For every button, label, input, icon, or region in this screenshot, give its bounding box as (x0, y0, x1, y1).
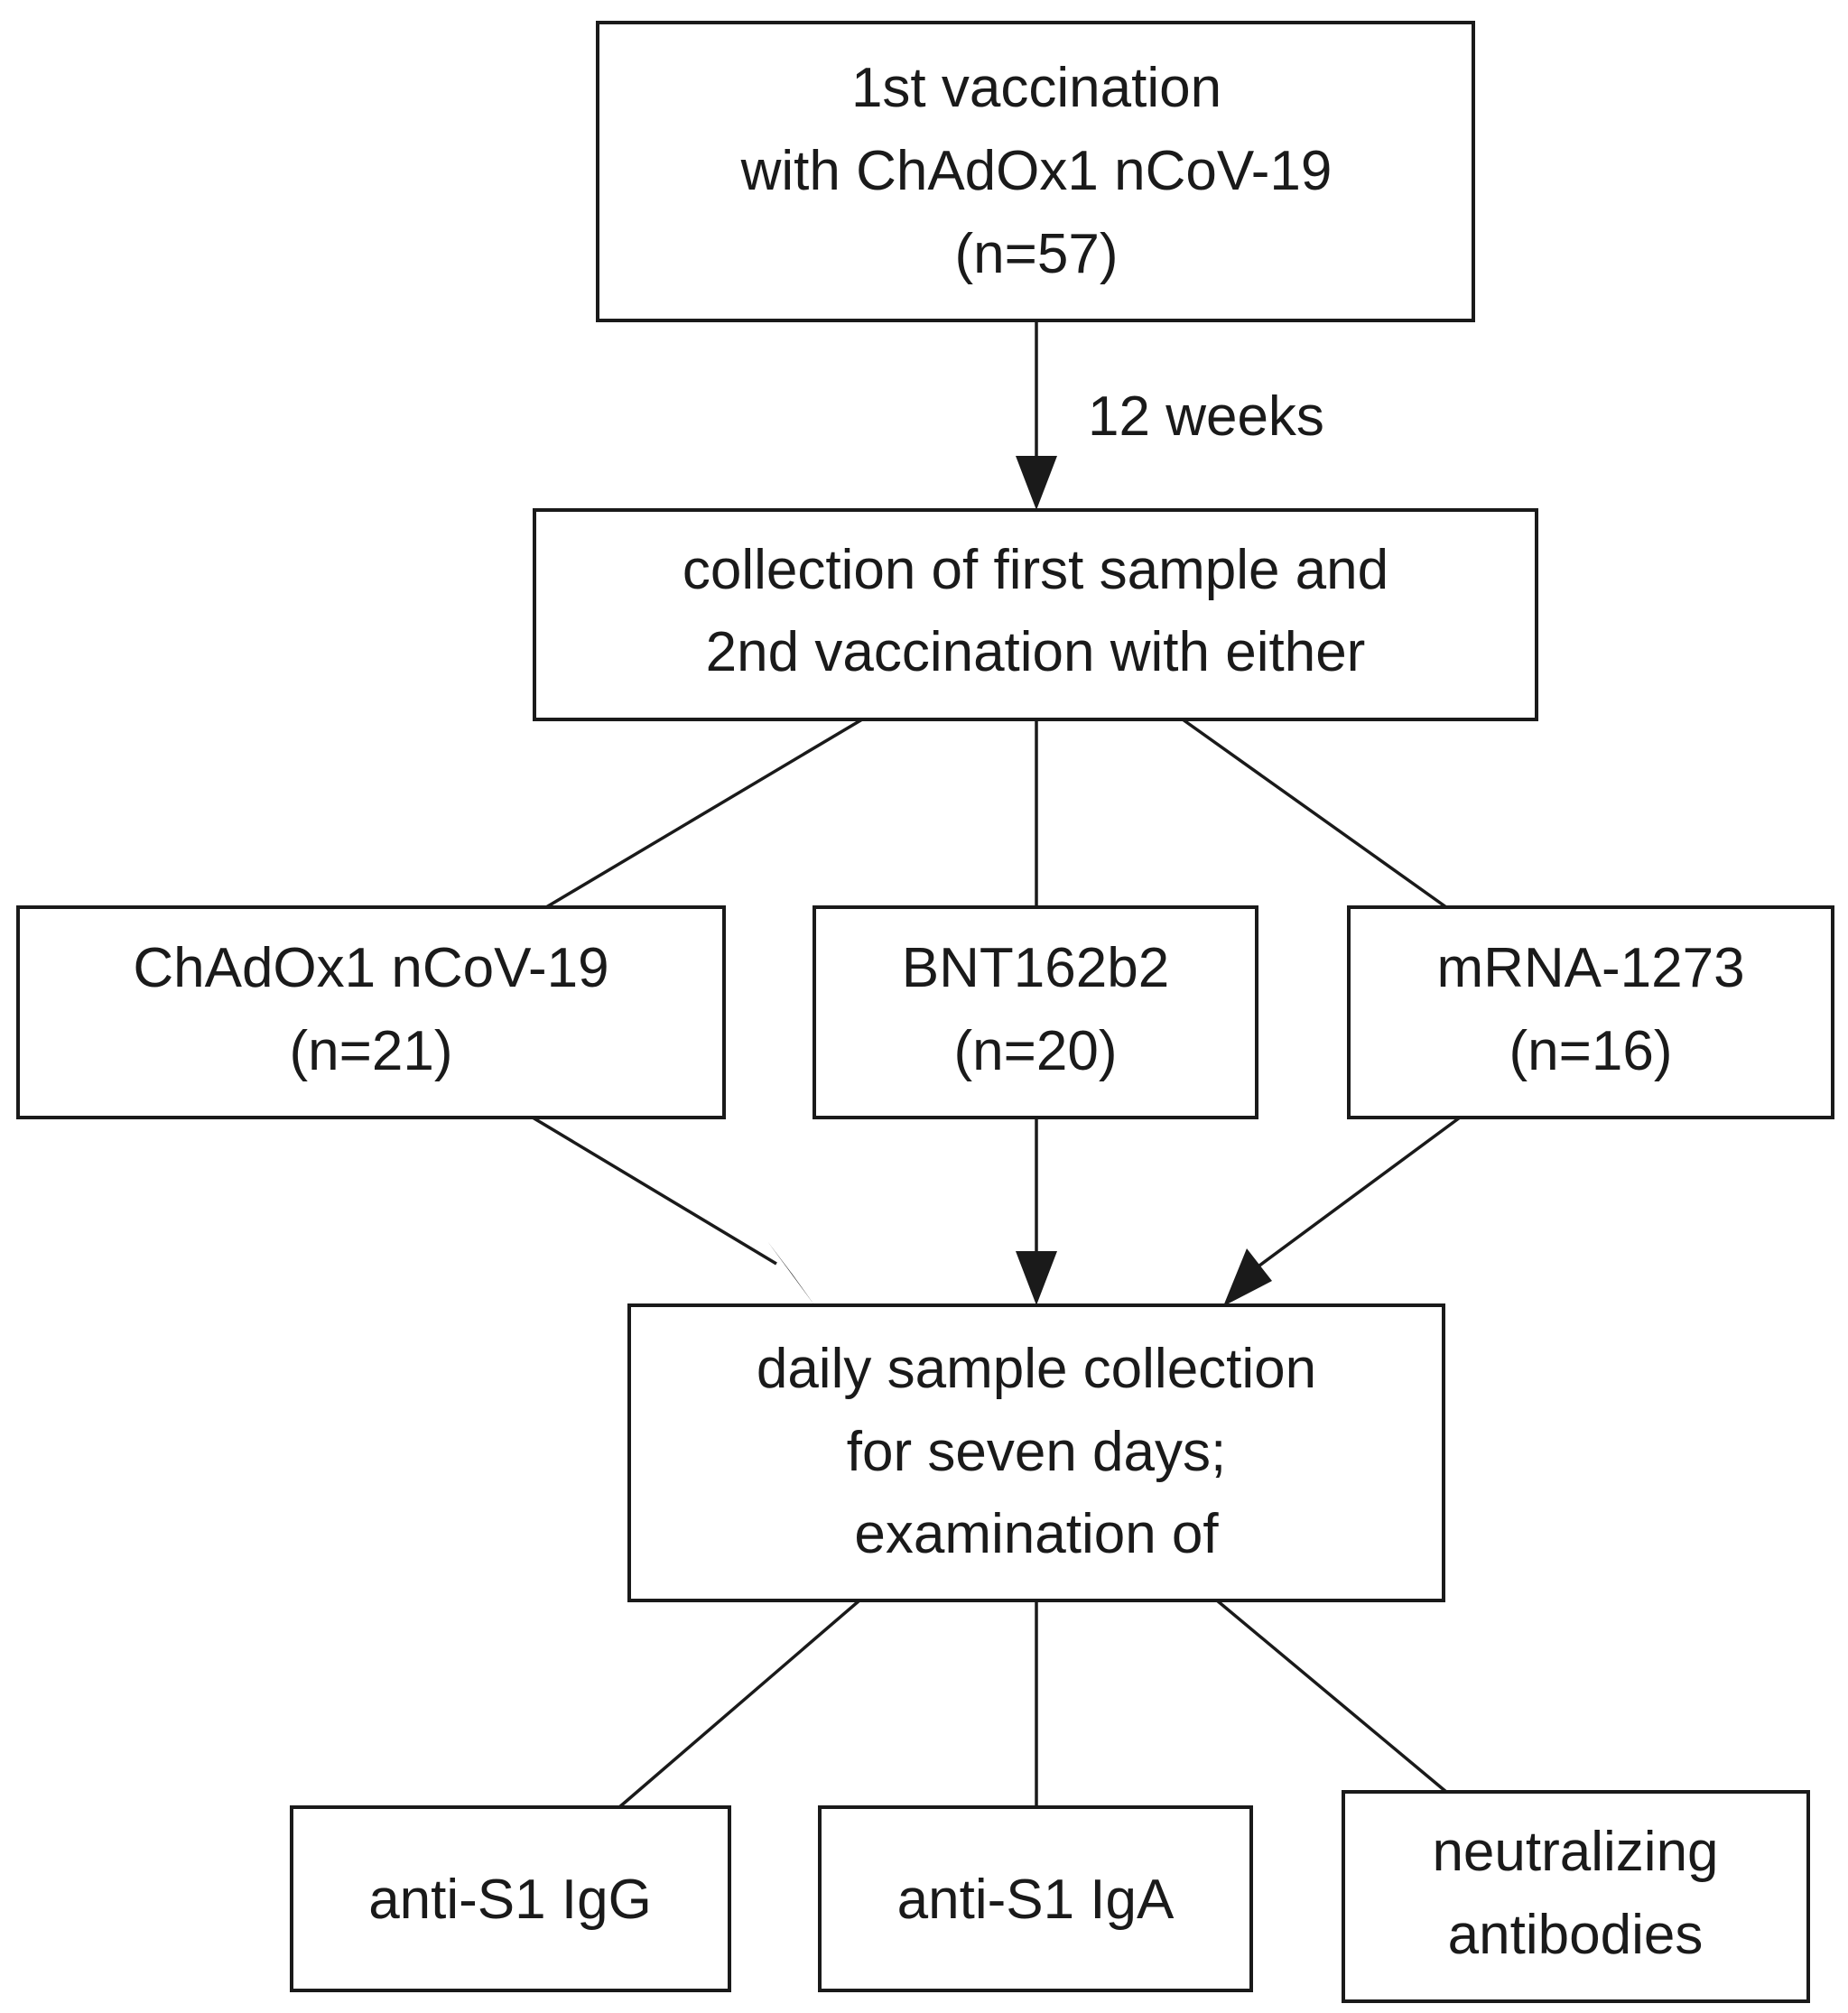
node-bnt: BNT162b2 (n=20) (813, 905, 1258, 1119)
node-first-sample-line-2: 2nd vaccination with either (706, 621, 1366, 683)
node-neutralizing-line-2: antibodies (1448, 1904, 1704, 1966)
edge-collection-to-mrna (1181, 718, 1448, 909)
node-mrna: mRNA-1273 (n=16) (1347, 905, 1834, 1119)
node-bnt-line-2: (n=20) (954, 1020, 1118, 1082)
node-chadox: ChAdOx1 nCoV-19 (n=21) (16, 905, 726, 1119)
arrowhead-daily-right (1223, 1248, 1272, 1306)
node-bnt-line-1: BNT162b2 (902, 937, 1169, 999)
node-first-sample-line-1: collection of first sample and (683, 539, 1388, 601)
edge-collection-to-chadox (545, 718, 863, 909)
node-first-vaccination: 1st vaccination with ChAdOx1 nCoV-19 (n=… (596, 21, 1475, 322)
node-daily-line-1: daily sample collection (757, 1338, 1316, 1400)
node-neutralizing: neutralizing antibodies (1342, 1790, 1810, 2003)
node-chadox-line-1: ChAdOx1 nCoV-19 (133, 937, 608, 999)
arrowhead-daily-left (767, 1241, 815, 1306)
node-mrna-line-1: mRNA-1273 (1436, 937, 1744, 999)
node-mrna-line-2: (n=16) (1509, 1020, 1673, 1082)
edge-chadox-to-daily (532, 1116, 777, 1266)
node-iga: anti-S1 IgA (818, 1805, 1253, 1992)
node-first-sample: collection of first sample and 2nd vacci… (533, 508, 1538, 721)
node-iga-line-1: anti-S1 IgA (897, 1869, 1175, 1931)
node-first-vaccination-line-3: (n=57) (955, 223, 1119, 285)
edge-mrna-to-daily (1258, 1116, 1462, 1267)
node-neutralizing-line-1: neutralizing (1432, 1821, 1718, 1883)
node-daily-line-3: examination of (854, 1503, 1219, 1565)
arrowhead-daily-center (1016, 1251, 1057, 1305)
node-igg: anti-S1 IgG (290, 1805, 731, 1992)
edge-daily-to-igg (618, 1599, 861, 1809)
edges (532, 320, 1462, 1809)
node-first-vaccination-line-2: with ChAdOx1 nCoV-19 (740, 140, 1333, 202)
node-daily: daily sample collection for seven days; … (627, 1303, 1445, 1602)
node-daily-line-2: for seven days; (847, 1421, 1226, 1483)
edge-label-interval: 12 weeks (1088, 385, 1324, 448)
node-igg-line-1: anti-S1 IgG (368, 1869, 652, 1931)
node-chadox-line-2: (n=21) (290, 1020, 453, 1082)
arrowhead-collection (1016, 456, 1057, 510)
node-first-vaccination-line-1: 1st vaccination (851, 57, 1221, 119)
edge-daily-to-neutralizing (1215, 1599, 1448, 1794)
